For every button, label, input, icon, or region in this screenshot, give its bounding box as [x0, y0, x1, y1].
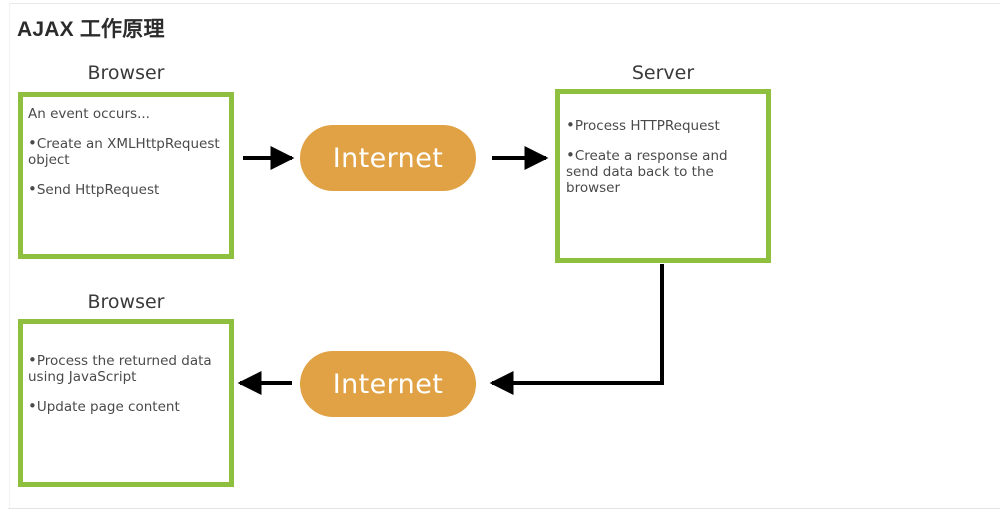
bullet-icon: •	[566, 146, 575, 164]
page-left-divider	[9, 3, 10, 508]
node-line-text: Create a response and send data back to …	[566, 148, 728, 196]
node-box-server	[555, 89, 771, 263]
node-box-browser-response	[18, 319, 234, 487]
page-title: AJAX 工作原理	[17, 18, 165, 41]
node-line-text: Process the returned data using JavaScri…	[28, 353, 212, 385]
node-body-browser-response: •Process the returned data using JavaScr…	[28, 352, 226, 415]
node-label-browser-request: Browser	[87, 62, 165, 84]
node-line-text: Update page content	[36, 399, 180, 415]
node-line-text: Process HTTPRequest	[574, 118, 720, 134]
internet-pill-upstream: Internet	[300, 125, 476, 191]
internet-pill-label: Internet	[332, 368, 444, 400]
bullet-icon: •	[28, 180, 37, 198]
connector-server-to-internet-elbow	[489, 264, 664, 395]
node-line: •Process the returned data using JavaScr…	[28, 352, 226, 385]
node-line: •Update page content	[28, 398, 226, 415]
node-line-text: An event occurs...	[28, 106, 150, 122]
internet-pill-downstream: Internet	[300, 351, 476, 417]
page-top-divider	[10, 3, 1000, 4]
node-box-browser-request	[18, 92, 234, 259]
internet-pill-label: Internet	[332, 142, 444, 174]
node-line-text: Send HttpRequest	[36, 182, 160, 198]
node-line: •Create a response and send data back to…	[566, 147, 764, 196]
bullet-icon: •	[28, 134, 37, 152]
bullet-icon: •	[28, 351, 37, 369]
node-line-text: Create an XMLHttpRequest object	[28, 136, 220, 168]
node-body-server: •Process HTTPRequest •Create a response …	[566, 117, 764, 196]
node-line: An event occurs...	[28, 106, 226, 122]
node-line: •Process HTTPRequest	[566, 117, 764, 134]
node-line: •Create an XMLHttpRequest object	[28, 135, 226, 168]
bullet-icon: •	[566, 116, 575, 134]
node-body-browser-request: An event occurs... •Create an XMLHttpReq…	[28, 106, 226, 198]
bullet-icon: •	[28, 397, 37, 415]
page-bottom-divider	[8, 508, 1000, 509]
node-line: •Send HttpRequest	[28, 181, 226, 198]
node-label-browser-response: Browser	[87, 291, 165, 313]
node-label-server: Server	[631, 62, 695, 84]
